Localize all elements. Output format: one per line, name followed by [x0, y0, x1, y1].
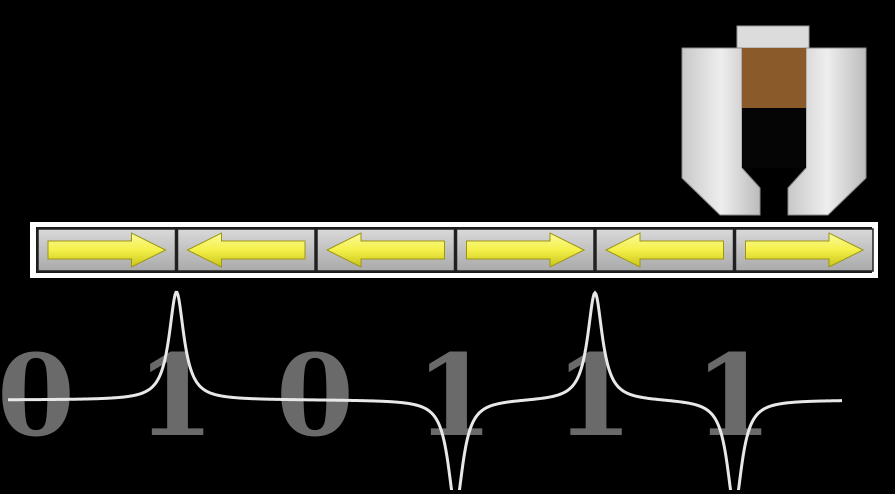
bit-label: 0	[276, 331, 354, 462]
tape-cell	[176, 228, 316, 272]
bit-label: 1	[695, 331, 773, 462]
head-core	[742, 48, 806, 108]
tape-cell	[734, 228, 874, 272]
bit-label: 1	[555, 331, 633, 462]
bit-label: 1	[416, 331, 494, 462]
read-write-head-icon	[681, 25, 867, 216]
arrow-left-icon	[604, 232, 724, 268]
tape-cell	[595, 228, 735, 272]
arrow-right-icon	[47, 232, 167, 268]
tape-cell	[316, 228, 456, 272]
arrow-left-icon	[186, 232, 306, 268]
tape-cell	[37, 228, 177, 272]
tape-cell	[455, 228, 595, 272]
arrow-left-icon	[325, 232, 445, 268]
arrow-right-icon	[466, 232, 586, 268]
readback-waveform	[7, 290, 843, 494]
bit-label: 0	[0, 331, 75, 462]
bit-label: 1	[137, 331, 215, 462]
tape-cells	[37, 228, 874, 272]
arrow-right-icon	[745, 232, 865, 268]
